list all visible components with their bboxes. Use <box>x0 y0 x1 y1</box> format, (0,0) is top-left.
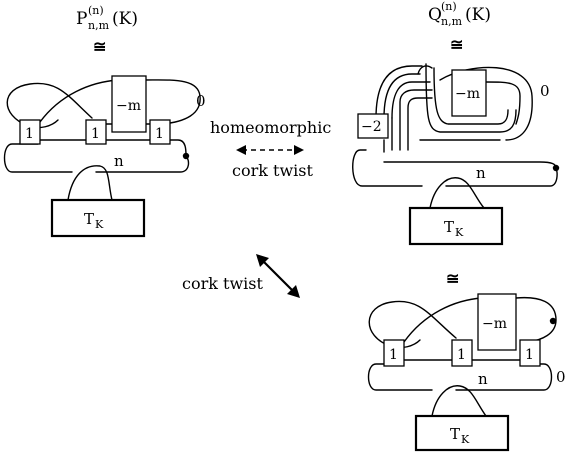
left-box-3 <box>149 119 171 145</box>
rq-right-arc <box>485 81 521 125</box>
rq-framing-label: 0 <box>540 82 550 100</box>
rb-strand-to-tangle <box>431 385 487 417</box>
right-title-sup: (n) <box>441 0 457 13</box>
rb-box-1 <box>383 339 405 367</box>
rq-loop-left <box>352 149 423 187</box>
center-arrows: homeomorphic cork twist cork twist <box>182 118 331 298</box>
right-title: Q (n) n,m (K) <box>428 0 491 28</box>
rq-arc-3 <box>375 65 423 119</box>
rb-twist-box-label: −m <box>482 316 507 332</box>
rb-loop-right <box>455 363 553 391</box>
rb-strand-arc-right <box>515 296 557 343</box>
rq-twist-box <box>451 69 487 117</box>
rq-inner-u-2 <box>433 67 509 125</box>
rb-dot-marker <box>549 317 557 325</box>
rq-arc-4 <box>399 89 433 151</box>
rb-strand-cross <box>403 297 483 343</box>
left-congruence-symbol: ≅ <box>93 37 106 56</box>
rb-tangle-box <box>414 414 510 452</box>
right-bottom-link-diagram: 1 1 1 −m 0 n T K <box>367 293 566 452</box>
rb-box-2-label: 1 <box>457 347 466 363</box>
left-loop-right <box>95 155 190 173</box>
rb-tangle-sub: K <box>461 433 470 446</box>
right-title-tail: (K) <box>465 5 491 25</box>
right-top-link-diagram: −2 −m 0 n T K <box>352 63 560 246</box>
left-loop-left <box>3 143 73 173</box>
rb-loop-label: n <box>478 370 488 388</box>
rq-arc-2 <box>383 73 421 119</box>
left-box-2 <box>85 119 107 145</box>
rq-tangle-box <box>408 206 504 246</box>
left-dot-marker <box>182 152 190 160</box>
left-strand-to-tangle <box>67 165 113 201</box>
left-title-sub: n,m <box>88 19 110 32</box>
left-strand-arc-left <box>6 82 93 127</box>
left-link-diagram: 1 1 1 −m 0 n T K <box>3 75 206 238</box>
rq-inner-u-1 <box>425 63 517 133</box>
rq-tangle-main: T <box>444 218 454 236</box>
left-twist-box-label: −m <box>116 98 141 114</box>
left-box-3-label: 1 <box>155 126 164 142</box>
homeomorphic-label: homeomorphic <box>210 118 331 137</box>
rq-loop-right <box>445 167 558 187</box>
left-framing-label: 0 <box>196 92 206 110</box>
rq-cross-1 <box>417 65 433 75</box>
left-strand-arc-right <box>144 79 201 125</box>
left-box-2-label: 1 <box>91 126 100 142</box>
left-tangle-box <box>50 198 146 238</box>
rq-arc-5 <box>407 97 433 151</box>
right-mid-congruence-symbol: ≅ <box>446 269 459 288</box>
cork-twist-label-diag: cork twist <box>182 274 263 293</box>
rb-box-3-label: 1 <box>525 347 534 363</box>
left-box-1-label: 1 <box>25 126 34 142</box>
dashed-arrow-head-right <box>294 145 304 155</box>
diag-arrow-head-down <box>287 285 300 298</box>
left-box-1 <box>19 119 41 145</box>
left-title: P (n) n,m (K) <box>76 4 138 32</box>
right-congruence-symbol: ≅ <box>450 35 463 54</box>
rq-loop-label: n <box>476 164 486 182</box>
left-tangle-sub: K <box>95 218 104 231</box>
rq-twist-box-left <box>357 113 389 139</box>
rq-tangle-sub: K <box>455 226 464 239</box>
left-title-sup: (n) <box>88 4 104 17</box>
diag-arrow-line <box>261 259 295 293</box>
rq-arc-1 <box>391 81 431 119</box>
dashed-arrow-head-left <box>236 145 246 155</box>
rq-dot-marker <box>552 164 560 172</box>
rb-box-3 <box>519 339 541 367</box>
right-title-sub: n,m <box>441 15 463 28</box>
right-title-main: Q <box>428 5 442 25</box>
rq-twist-box-left-label: −2 <box>361 119 382 135</box>
rq-twist-box-label: −m <box>455 86 480 102</box>
rb-box-1-label: 1 <box>389 347 398 363</box>
left-title-tail: (K) <box>112 9 138 29</box>
rb-box-2 <box>451 339 473 367</box>
rq-loop-top <box>383 161 557 169</box>
left-loop-end <box>169 139 187 157</box>
left-loop-label: n <box>114 152 124 170</box>
rb-loop-left <box>367 363 433 391</box>
rb-tangle-main: T <box>450 425 460 443</box>
left-title-main: P <box>76 9 87 29</box>
rb-strand-arc-left <box>368 300 457 347</box>
left-strand-cross <box>39 79 119 123</box>
rb-framing-label: 0 <box>556 368 566 386</box>
left-twist-box <box>111 75 147 133</box>
left-tangle-main: T <box>84 210 94 228</box>
rq-strand-to-tangle <box>429 177 485 209</box>
rb-twist-box <box>477 293 517 351</box>
diag-arrow-head-up <box>256 254 269 267</box>
cork-twist-label-top: cork twist <box>232 161 313 180</box>
